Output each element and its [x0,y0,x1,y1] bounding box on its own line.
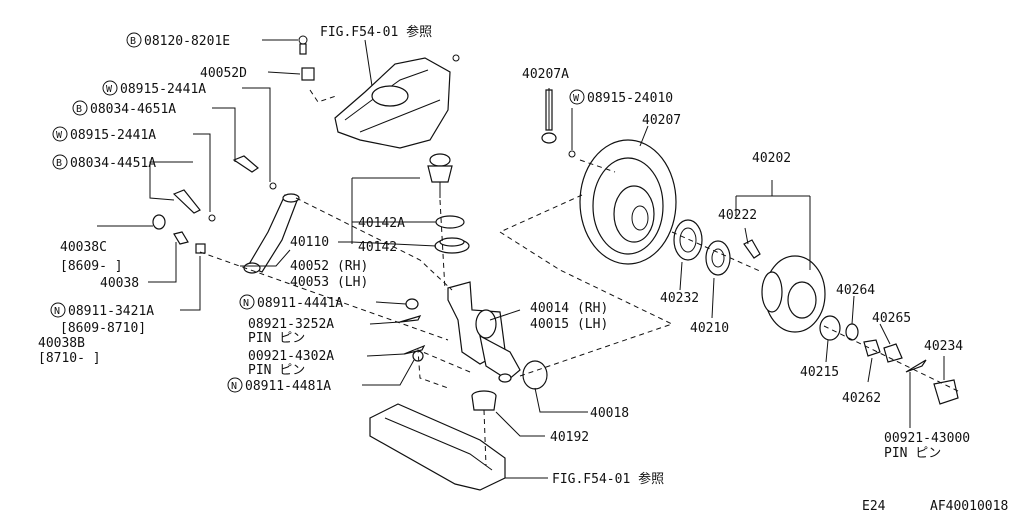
badge-w-2-text: W [56,130,63,141]
label-pin-2: PIN ピン [248,363,305,378]
label-40210: 40210 [690,321,729,336]
badge-w-1-text: W [106,84,113,95]
label-range-8710: [8710- ] [38,351,101,366]
assembly-lines [199,159,961,467]
label-08915-2441a-2: 08915-2441A [70,128,156,143]
label-40038b: 40038B [38,336,85,351]
badge-b-2-text: B [76,104,82,115]
spec-badges: B W B W B N N N W [50,32,585,393]
badge-b-3 [52,154,68,170]
label-fig-bottom: FIG.F54-01 参照 [552,471,664,487]
lower-control-arm [369,403,506,491]
label-08034-4651a: 08034-4651A [90,102,176,117]
badge-n-2-text: N [243,298,249,309]
label-40264: 40264 [836,283,875,298]
label-40234: 40234 [924,339,963,354]
badge-w-2 [52,126,68,142]
label-40014-rh: 40014 (RH) [530,301,608,316]
label-range-8609: [8609- ] [60,259,123,274]
badge-b-3-text: B [56,158,62,169]
label-pin-3: PIN ピン [884,446,941,461]
label-40052d: 40052D [200,66,247,81]
label-08915-24010: 08915-24010 [587,91,673,106]
label-40015-lh: 40015 (LH) [530,317,608,332]
label-40053-lh: 40053 (LH) [290,275,368,290]
label-08120-8201e: 08120-8201E [144,34,230,49]
badge-n-3-text: N [231,381,237,392]
label-40265: 40265 [872,311,911,326]
badge-b-1 [126,32,142,48]
label-40207a: 40207A [522,67,569,82]
badge-b-1-text: B [130,36,136,47]
label-pin-1: PIN ピン [248,331,305,346]
label-40192: 40192 [550,430,589,445]
badge-w-3 [569,89,585,105]
badge-w-3-text: W [573,93,580,104]
label-40142: 40142 [358,240,397,255]
label-40215: 40215 [800,365,839,380]
grease-seal [522,360,548,390]
tension-rod [243,193,300,274]
badge-w-1 [102,80,118,96]
label-08921-3252a: 08921-3252A [248,317,334,332]
label-40052-rh: 40052 (RH) [290,259,368,274]
label-00921-43000: 00921-43000 [884,431,970,446]
label-40262: 40262 [842,391,881,406]
label-40232: 40232 [660,291,699,306]
badge-n-2 [239,294,255,310]
rotor-hardware [541,89,576,158]
ball-joint [427,153,453,198]
badge-n-1 [50,302,66,318]
hub-assembly [743,239,826,333]
label-range-8609-8710: [8609-8710] [60,321,146,336]
label-40207: 40207 [642,113,681,128]
rebound-bumper [471,390,497,411]
badge-n-3 [227,377,243,393]
left-hardware [152,155,277,254]
part-labels: 08120-8201E FIG.F54-01 参照 40052D 08915-2… [38,24,1008,512]
label-page-number: E24 [862,499,886,512]
label-08911-4441a: 08911-4441A [257,296,343,311]
label-diagram-code: AF40010018 [930,499,1008,512]
label-08915-2441a-1: 08915-2441A [120,82,206,97]
label-08911-4481a: 08911-4481A [245,379,331,394]
label-08911-3421a: 08911-3421A [68,304,154,319]
label-40018: 40018 [590,406,629,421]
label-fig-top: FIG.F54-01 参照 [320,24,432,40]
label-40038c: 40038C [60,240,107,255]
label-40202: 40202 [752,151,791,166]
label-40110: 40110 [290,235,329,250]
dust-seals [434,215,470,254]
knuckle-hardware [399,298,426,362]
bearings [673,219,731,276]
steering-knuckle [447,281,521,383]
label-40142a: 40142A [358,216,405,231]
upper-control-arm [298,35,460,149]
brake-disc [579,139,677,265]
label-40222: 40222 [718,208,757,223]
leader-lines [97,39,945,479]
badge-n-1-text: N [54,306,60,317]
label-08034-4451a: 08034-4451A [70,156,156,171]
label-00921-4302a: 00921-4302A [248,349,334,364]
badge-b-2 [72,100,88,116]
label-40038: 40038 [100,276,139,291]
hub-small-parts [819,315,959,405]
